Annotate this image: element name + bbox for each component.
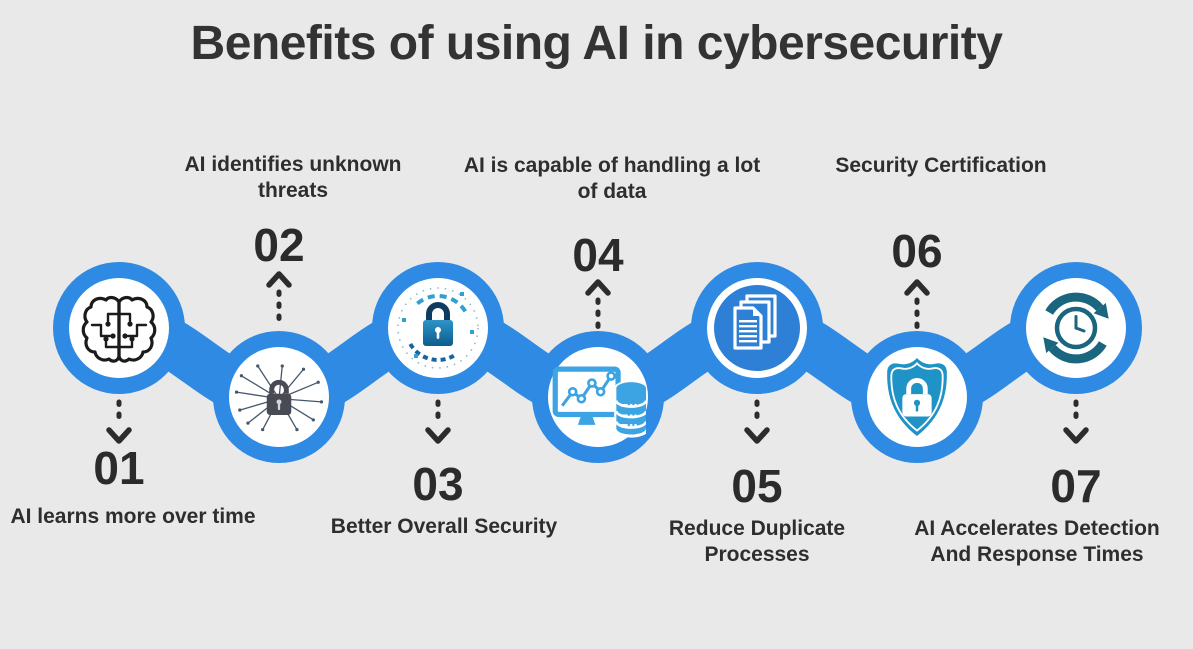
step-number: 04 (572, 229, 624, 281)
step-number: 05 (731, 460, 783, 512)
step-number: 02 (253, 219, 305, 271)
clock-sync-icon (1043, 292, 1109, 364)
step-number: 01 (93, 442, 145, 494)
dashed-arrow-up-icon (585, 279, 611, 330)
shield-lock-icon (887, 357, 947, 437)
step-label: Better Overall Security (330, 515, 558, 538)
dashed-arrow-down-icon (1063, 399, 1089, 444)
dashed-arrow-down-icon (744, 399, 770, 444)
step-label: AI learns more over time (10, 505, 256, 528)
data-monitor-icon (552, 366, 646, 438)
documents-icon (714, 285, 800, 371)
dashed-arrow-down-icon (425, 399, 451, 444)
step-label: AI Accelerates Detection And Response Ti… (914, 517, 1160, 567)
step-label: AI is capable of handling a lot of data (463, 154, 761, 204)
dashed-arrow-up-icon (904, 279, 930, 330)
step-number: 03 (412, 458, 464, 510)
step-label: Security Certification (835, 154, 1047, 177)
dashed-arrow-up-icon (266, 271, 292, 330)
brain-circuit-icon (81, 295, 157, 363)
step-number: 07 (1050, 460, 1102, 512)
dashed-arrow-down-icon (106, 399, 132, 444)
circuit-lock-icon (234, 364, 324, 432)
step-label: AI identifies unknown threats (184, 153, 402, 203)
digital-lock-icon (397, 287, 479, 369)
step-label: Reduce Duplicate Processes (668, 517, 846, 567)
step-number: 06 (891, 225, 943, 277)
page-title: Benefits of using AI in cybersecurity (190, 17, 1003, 70)
